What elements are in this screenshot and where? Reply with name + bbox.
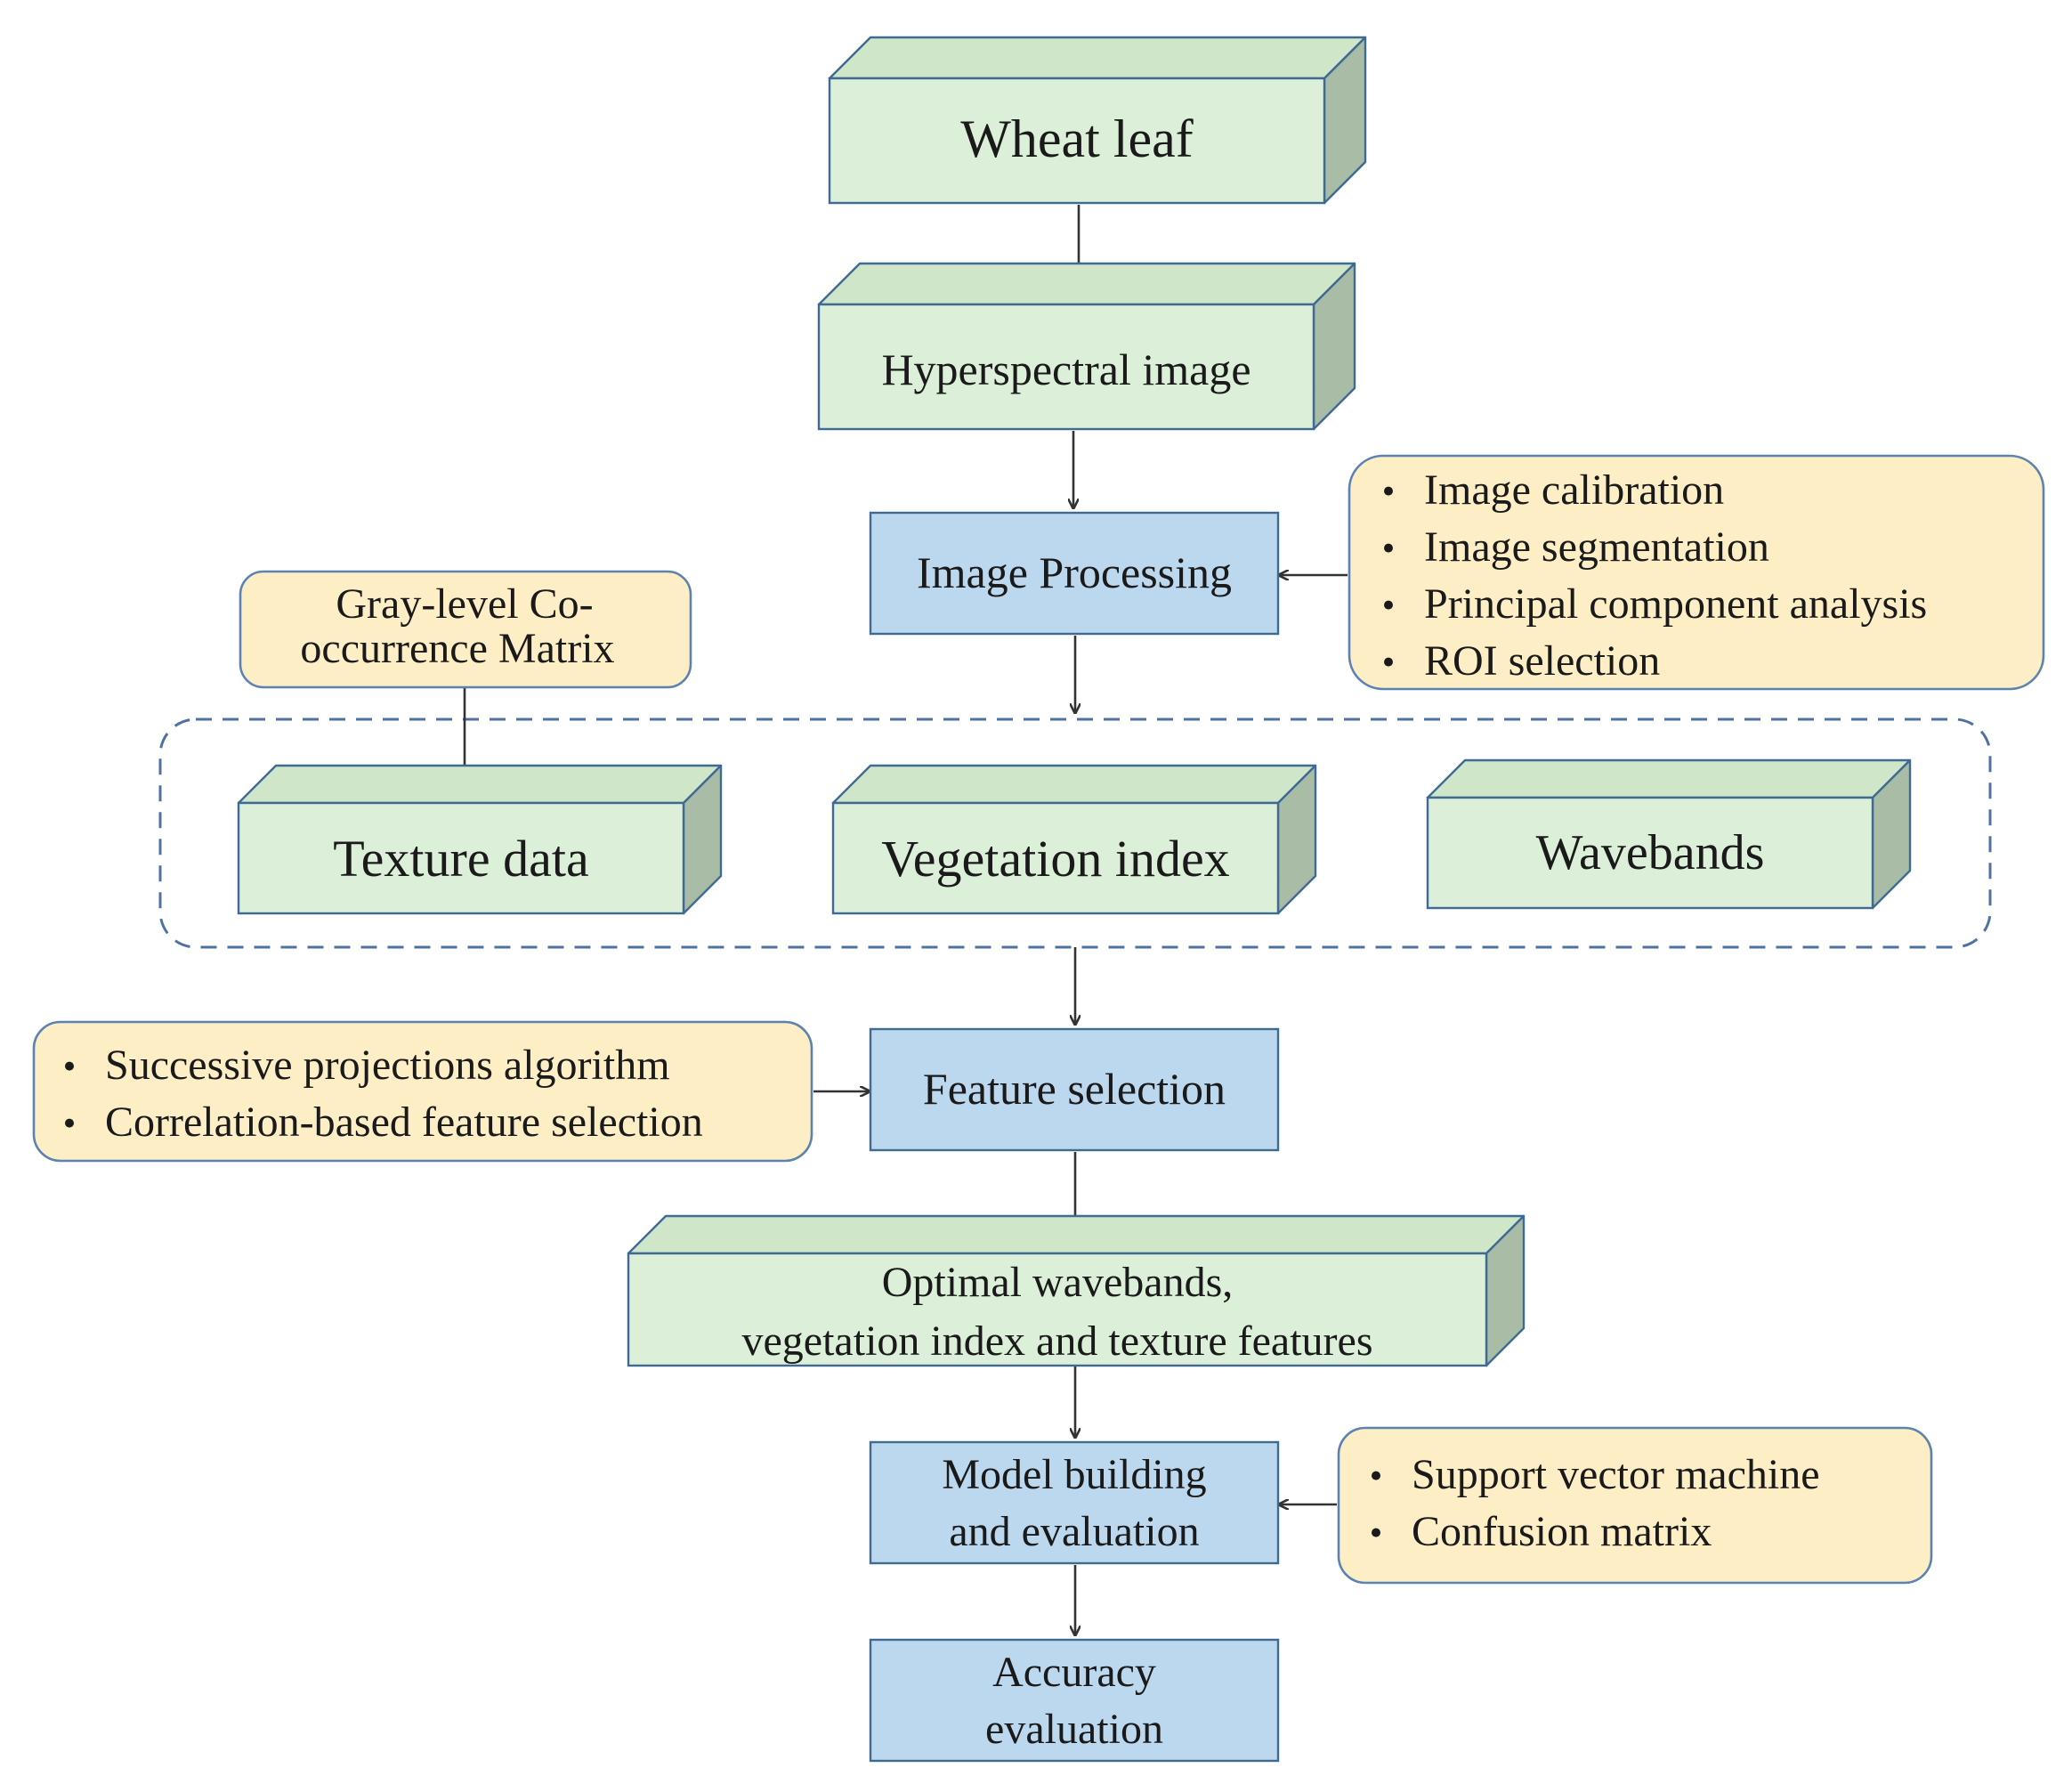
wheat-leaf-label: Wheat leaf <box>960 109 1193 168</box>
model-method-item: Confusion matrix <box>1412 1508 1712 1555</box>
accuracy-evaluation-label-line2: evaluation <box>985 1706 1163 1753</box>
hyperspectral-image-box-front <box>817 303 1315 431</box>
feature-selection-box <box>869 1027 1280 1152</box>
selection-methods-list: Successive projections algorithmCorrelat… <box>65 1042 703 1146</box>
selection-method-bullet-icon <box>65 1061 74 1071</box>
model-building-box <box>869 1440 1280 1565</box>
processing-method-item: ROI selection <box>1424 637 1660 685</box>
image-processing-label: Image Processing <box>917 547 1232 597</box>
wheat-leaf-box-front <box>828 77 1326 205</box>
vegetation-index-box-front <box>831 801 1280 915</box>
vegetation-index-label: Vegetation index <box>881 830 1229 888</box>
wavebands-box: Wavebands <box>1426 758 1912 910</box>
optimal-features-box-front <box>627 1252 1488 1367</box>
glcm-label-line1: Gray-level Co- <box>336 580 593 628</box>
selection-method-item: Successive projections algorithm <box>105 1042 670 1089</box>
accuracy-evaluation-box <box>869 1638 1280 1763</box>
model-method-bullet-icon <box>1372 1528 1380 1537</box>
glcm-label-line2: occurrence Matrix <box>300 625 614 672</box>
wheat-leaf-box-top <box>828 36 1367 80</box>
optimal-features-label-line2: vegetation index and texture features <box>741 1318 1372 1365</box>
processing-method-item: Principal component analysis <box>1424 580 1927 628</box>
processing-method-bullet-icon <box>1384 486 1393 496</box>
processing-method-bullet-icon <box>1384 600 1393 610</box>
image-processing-box <box>869 511 1280 636</box>
model-method-item: Support vector machine <box>1412 1451 1820 1498</box>
hyperspectral-image-box-top <box>817 262 1356 306</box>
texture-data-box-front <box>237 801 685 915</box>
feature-selection-label: Feature selection <box>923 1064 1226 1114</box>
hyperspectral-image-label: Hyperspectral image <box>881 345 1250 394</box>
texture-data-box: Texture data <box>237 764 723 915</box>
wavebands-box-top <box>1426 758 1912 799</box>
optimal-features-label-line1: Optimal wavebands, <box>882 1259 1234 1306</box>
accuracy-evaluation-label-line1: Accuracy <box>992 1649 1156 1696</box>
model-method-bullet-icon <box>1372 1471 1380 1480</box>
processing-method-item: Image segmentation <box>1424 523 1769 571</box>
optimal-features-box: Optimal wavebands, vegetation index and t… <box>627 1214 1526 1367</box>
wavebands-box-front <box>1426 796 1874 910</box>
selection-method-bullet-icon <box>65 1118 74 1128</box>
connector-arrows <box>465 205 1348 1634</box>
model-methods-note <box>1337 1426 1933 1585</box>
processing-method-bullet-icon <box>1384 543 1393 553</box>
processing-methods-note <box>1348 454 2045 691</box>
vegetation-index-box: Vegetation index <box>831 764 1317 915</box>
wavebands-label: Wavebands <box>1536 825 1765 880</box>
texture-data-box-top <box>237 764 723 805</box>
processing-method-item: Image calibration <box>1424 466 1724 514</box>
vegetation-index-box-top <box>831 764 1317 805</box>
model-building-label-line2: and evaluation <box>949 1508 1199 1555</box>
model-building-label-line1: Model building <box>942 1451 1206 1498</box>
selection-method-item: Correlation-based feature selection <box>105 1099 703 1146</box>
selection-methods-note <box>32 1020 813 1163</box>
processing-method-bullet-icon <box>1384 657 1393 667</box>
optimal-features-box-top <box>627 1214 1526 1255</box>
glcm-note <box>239 570 692 689</box>
hyperspectral-image-box: Hyperspectral image <box>817 262 1356 431</box>
texture-data-label: Texture data <box>333 830 588 888</box>
wheat-leaf-box: Wheat leaf <box>828 36 1367 205</box>
